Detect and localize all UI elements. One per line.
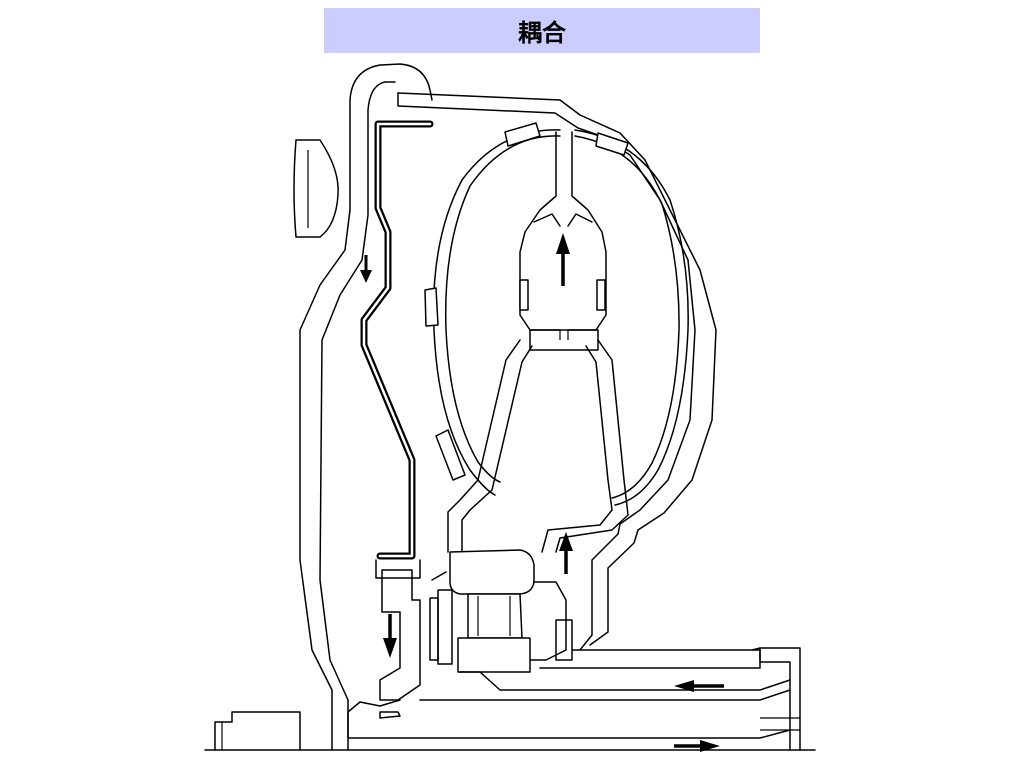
torus-tab-left xyxy=(424,287,439,327)
flow-arrow-down-upper-left xyxy=(360,255,372,283)
torus-tab-right xyxy=(595,132,629,156)
flow-arrow-right-shaft xyxy=(674,740,720,752)
title-text: 耦合 xyxy=(518,19,566,47)
torus-tab-top xyxy=(504,122,541,147)
converter-housing xyxy=(214,63,433,751)
torus-tab-lower xyxy=(435,429,466,481)
flow-arrows xyxy=(360,233,724,752)
lockup-clutch-plate xyxy=(360,120,434,560)
flow-arrow-up-torus-center xyxy=(556,233,570,286)
impeller-shell xyxy=(397,92,717,651)
vane-struts xyxy=(447,339,629,553)
output-shaft xyxy=(347,647,801,751)
title-banner: 耦合 xyxy=(324,8,760,53)
stator-core xyxy=(519,131,607,351)
flow-arrow-up-lower xyxy=(559,532,573,574)
hub-assembly xyxy=(375,549,573,701)
torus-outer xyxy=(424,122,689,506)
housing-boss xyxy=(293,139,339,238)
flow-arrow-down-lower-left xyxy=(383,614,397,658)
flow-arrow-left-shaft xyxy=(674,680,724,692)
